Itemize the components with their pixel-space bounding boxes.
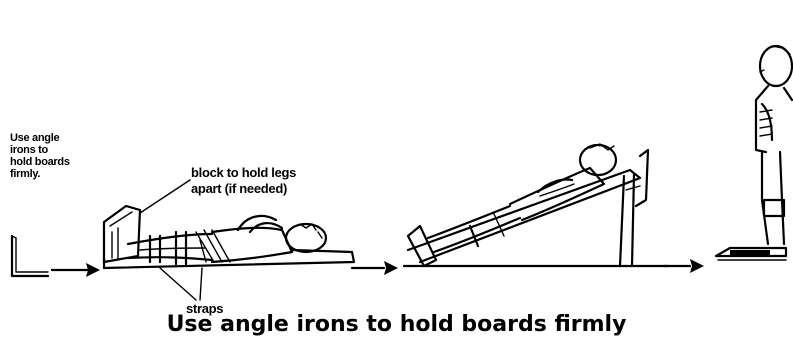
arrow-1 (52, 263, 100, 277)
arrow-3 (664, 259, 704, 273)
diagram-caption: Use angle irons to hold boards firmly (0, 312, 793, 337)
angle-iron-illustration (12, 236, 48, 276)
tilted-figure (408, 144, 648, 266)
block-leader-line (140, 180, 190, 213)
standing-figure (716, 46, 792, 260)
lying-figure (104, 206, 354, 300)
arrow-2 (352, 261, 398, 275)
